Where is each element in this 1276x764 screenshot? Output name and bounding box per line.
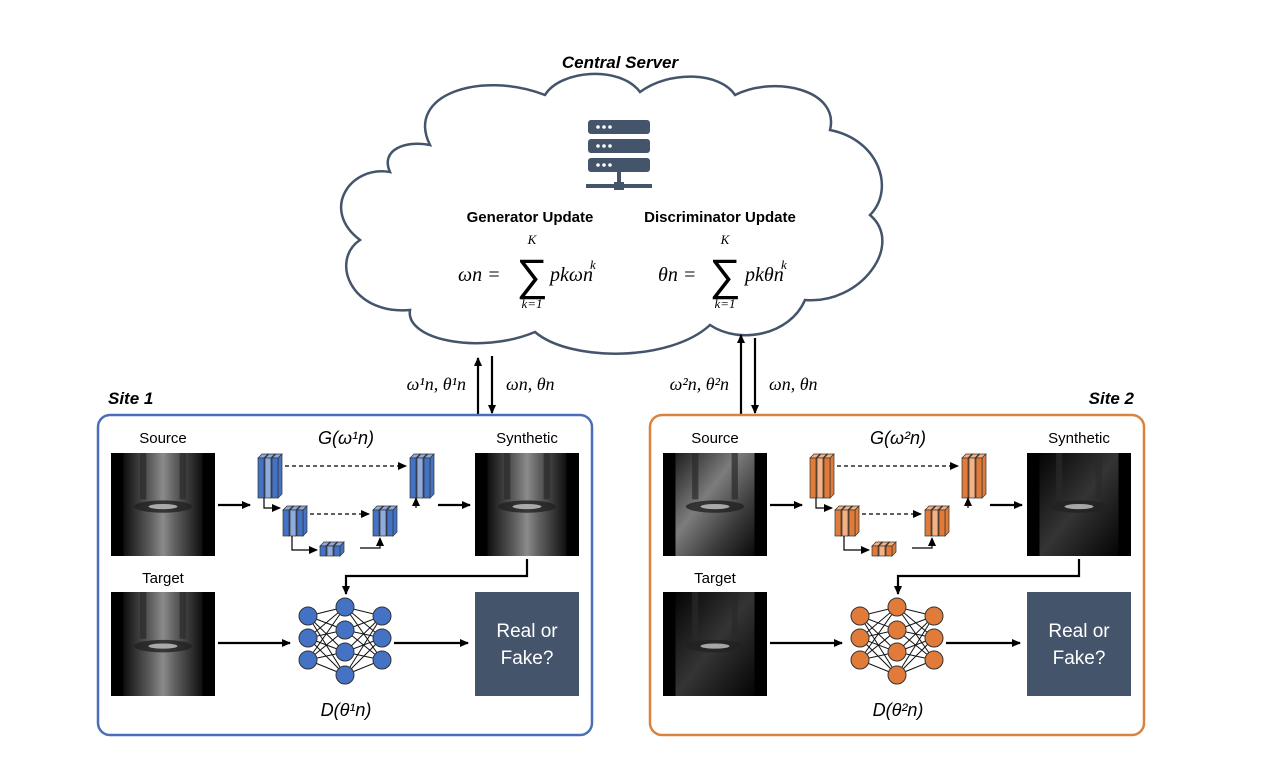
site-border (648, 413, 1146, 737)
neural-network-icon (298, 597, 392, 685)
bottleneck-block (871, 541, 897, 557)
synthetic-mri-image (475, 453, 579, 556)
central-server-title: Central Server (562, 53, 680, 72)
target-label: Target (694, 570, 737, 587)
decision-line-2: Fake? (1053, 648, 1106, 669)
discriminator-formula: θn = K ∑ k=1 pkθn k (658, 232, 787, 311)
source-label: Source (139, 430, 187, 447)
discriminator-update-label: Discriminator Update (644, 209, 796, 226)
decoder-block-1 (961, 453, 987, 499)
unet-icon (809, 453, 987, 557)
bottleneck-block (319, 541, 345, 557)
site1-download-params: ωn, θn (506, 374, 555, 394)
generator-update-label: Generator Update (467, 209, 594, 226)
server-cloud (339, 72, 884, 355)
source-mri-image (663, 453, 767, 556)
discriminator-formula-lhs: θn = (658, 264, 696, 286)
synthetic-mri-image (1027, 453, 1131, 556)
synthetic-to-discriminator-arrow (894, 559, 1081, 595)
synthetic-to-discriminator-arrow (342, 559, 529, 595)
target-mri-image (111, 592, 215, 696)
server-icon (586, 120, 652, 190)
generator-label: G(ω²n) (870, 428, 926, 448)
real-or-fake-box (475, 592, 579, 696)
generator-formula-sup: k (590, 257, 596, 272)
sum-upper-limit: K (527, 232, 538, 247)
synthetic-label: Synthetic (1048, 430, 1110, 447)
encoder-block-1 (809, 453, 835, 499)
discriminator-formula-term: pkθn (743, 264, 784, 286)
unet-icon (257, 453, 435, 557)
sum-upper-limit: K (720, 232, 731, 247)
decision-line-1: Real or (496, 621, 558, 642)
decision-line-2: Fake? (501, 648, 554, 669)
site1-link-arrows (474, 356, 496, 415)
generator-formula-term: pkωn (548, 264, 593, 286)
discriminator-formula-sup: k (781, 257, 787, 272)
sum-lower-limit: k=1 (714, 296, 735, 311)
sum-lower-limit: k=1 (521, 296, 542, 311)
sum-sign: ∑ (516, 251, 547, 300)
synthetic-label: Synthetic (496, 430, 558, 447)
decoder-block-2 (372, 505, 398, 537)
encoder-block-2 (834, 505, 860, 537)
source-mri-image (111, 453, 215, 556)
site-title: Site 2 (1089, 389, 1135, 408)
generator-label: G(ω¹n) (318, 428, 374, 448)
encoder-block-2 (282, 505, 308, 537)
source-label: Source (691, 430, 739, 447)
site2-download-params: ωn, θn (769, 374, 818, 394)
discriminator-label: D(θ²n) (873, 700, 924, 720)
generator-formula: ωn = K ∑ k=1 pkωn k (458, 232, 596, 311)
encoder-block-1 (257, 453, 283, 499)
decision-line-1: Real or (1048, 621, 1110, 642)
site2-link-arrows (737, 334, 759, 415)
generator-formula-lhs: ωn = (458, 264, 501, 286)
sum-sign: ∑ (709, 251, 740, 300)
site2-upload-params: ω²n, θ²n (670, 374, 729, 394)
target-label: Target (142, 570, 185, 587)
decoder-block-1 (409, 453, 435, 499)
decoder-block-2 (924, 505, 950, 537)
neural-network-icon (850, 597, 944, 685)
site1-upload-params: ω¹n, θ¹n (407, 374, 466, 394)
discriminator-label: D(θ¹n) (321, 700, 372, 720)
target-mri-image (663, 592, 767, 696)
site-title: Site 1 (108, 389, 153, 408)
site-border (96, 413, 594, 737)
real-or-fake-box (1027, 592, 1131, 696)
